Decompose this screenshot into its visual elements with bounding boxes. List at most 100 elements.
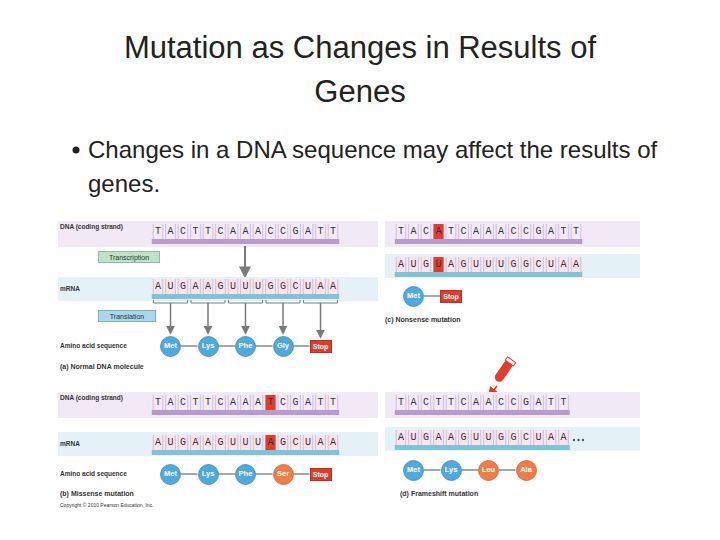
node-text: Lys bbox=[202, 342, 215, 350]
node-text: Leu bbox=[482, 466, 495, 474]
amino-acid-circle: Met bbox=[403, 460, 424, 481]
peptide-bond bbox=[256, 345, 273, 347]
peptide-bond bbox=[256, 473, 273, 475]
node-text: Met bbox=[407, 292, 420, 300]
strand-label: DNA (coding strand) bbox=[60, 223, 123, 231]
amino-acid-shape bbox=[479, 460, 499, 480]
bullet-dot bbox=[73, 147, 80, 154]
stop-codon-box: Stop bbox=[440, 290, 462, 303]
deletion-symbol bbox=[493, 357, 516, 384]
amino-acid-circle: Met bbox=[403, 286, 424, 307]
amino-acid-shape bbox=[161, 336, 181, 356]
strand-label: mRNA bbox=[60, 285, 80, 293]
strand-label: DNA (coding strand) bbox=[60, 394, 123, 402]
panel-caption: (d) Frameshift mutation bbox=[400, 490, 478, 498]
node-text: Phe bbox=[239, 470, 253, 478]
node-text: Phe bbox=[239, 342, 253, 350]
amino-acid-circle: Ser bbox=[273, 464, 294, 485]
amino-acid-circle: Lys bbox=[198, 336, 219, 357]
peptide-bond bbox=[181, 345, 198, 347]
mrna-backbone bbox=[152, 450, 340, 455]
nucleotide-sequence: AUGAAGUUUGGCUAA bbox=[155, 282, 343, 292]
deleted-nucleotide-cap bbox=[505, 357, 515, 366]
amino-acid-circle: Phe bbox=[235, 336, 256, 357]
translation-arrow bbox=[245, 303, 247, 333]
translation-arrow bbox=[320, 303, 322, 337]
panel-caption: (a) Normal DNA molecule bbox=[60, 363, 144, 371]
amino-acid-circle: Leu bbox=[478, 460, 499, 481]
nucleotide-sequence: AUGAAGUUUAGCUAA bbox=[155, 438, 343, 448]
continuation-dot bbox=[582, 439, 584, 441]
strand-label: Amino acid sequence bbox=[60, 342, 127, 350]
node-text: Stop bbox=[313, 471, 329, 478]
mrna-backbone bbox=[395, 445, 570, 450]
peptide-bond bbox=[219, 345, 236, 347]
node-text: Ser bbox=[277, 470, 289, 478]
panel-caption: (c) Nonsense mutation bbox=[385, 316, 460, 324]
transcription-arrow bbox=[244, 246, 246, 276]
strand-band bbox=[58, 277, 378, 301]
amino-acid-shape bbox=[198, 336, 218, 356]
amino-acid-shape bbox=[404, 286, 424, 306]
node-text: Met bbox=[407, 466, 420, 474]
stop-codon-box: Stop bbox=[310, 468, 332, 481]
dna-backbone bbox=[152, 239, 340, 244]
peptide-bond bbox=[294, 345, 310, 347]
node-text: Stop bbox=[313, 343, 329, 350]
nucleotide-sequence: TACTTCAAATCGATT bbox=[155, 398, 343, 408]
nucleotide-sequence: TACATCAAACCGATT bbox=[398, 227, 586, 237]
translation-arrow bbox=[170, 303, 172, 333]
strand-band bbox=[58, 432, 378, 456]
node-text: Met bbox=[164, 470, 177, 478]
node-text: Lys bbox=[202, 470, 215, 478]
amino-acid-shape bbox=[161, 464, 181, 484]
dna-backbone bbox=[395, 239, 583, 244]
peptide-bond bbox=[181, 473, 198, 475]
continuation-dot bbox=[573, 439, 575, 441]
mrna-backbone bbox=[152, 294, 340, 299]
peptide-bond bbox=[294, 473, 310, 475]
peptide-bond bbox=[424, 469, 441, 471]
strand-band bbox=[385, 254, 640, 278]
amino-acid-circle: Lys bbox=[441, 460, 462, 481]
strand-label: Amino acid sequence bbox=[60, 470, 127, 478]
node-text: Stop bbox=[443, 293, 459, 300]
process-box: Transcription bbox=[98, 251, 160, 263]
amino-acid-shape bbox=[236, 336, 256, 356]
continuation-dot bbox=[577, 439, 579, 441]
amino-acid-shape bbox=[441, 460, 461, 480]
mrna-backbone bbox=[395, 272, 583, 277]
dna-backbone bbox=[152, 410, 340, 415]
amino-acid-shape bbox=[236, 464, 256, 484]
node-text: Lys bbox=[445, 466, 458, 474]
amino-acid-shape bbox=[273, 464, 293, 484]
bullet-text: Changes in a DNA sequence may affect the… bbox=[88, 133, 658, 201]
amino-acid-shape bbox=[516, 460, 536, 480]
amino-acid-circle: Phe bbox=[235, 464, 256, 485]
codon-bracket bbox=[154, 300, 338, 303]
peptide-bond bbox=[424, 295, 440, 297]
node-text: Gly bbox=[277, 342, 289, 350]
translation-arrow bbox=[207, 303, 209, 333]
node-text: Ala bbox=[520, 466, 532, 474]
translation-arrow bbox=[282, 303, 284, 333]
nucleotide-sequence: AUGAAGUUGGCUAA bbox=[398, 433, 573, 443]
amino-acid-circle: Met bbox=[160, 336, 181, 357]
slide-title: Mutation as Changes in Results of Genes bbox=[80, 26, 640, 114]
amino-acid-circle: Gly bbox=[273, 336, 294, 357]
process-box: Translation bbox=[98, 310, 156, 322]
copyright-note: Copyright © 2010 Pearson Education, Inc. bbox=[60, 502, 153, 508]
strand-band bbox=[385, 221, 640, 247]
node-text: Transcription bbox=[109, 254, 149, 261]
dna-backbone bbox=[395, 410, 570, 415]
amino-acid-circle: Lys bbox=[198, 464, 219, 485]
nucleotide-sequence: TACTTCAACCGATT bbox=[398, 398, 573, 408]
strand-label: mRNA bbox=[60, 440, 80, 448]
amino-acid-shape bbox=[404, 460, 424, 480]
amino-acid-shape bbox=[273, 336, 293, 356]
strand-band bbox=[385, 392, 640, 418]
amino-acid-shape bbox=[198, 464, 218, 484]
panel-caption: (b) Missense mutation bbox=[60, 490, 134, 498]
strand-band bbox=[58, 221, 378, 247]
peptide-bond bbox=[219, 473, 236, 475]
